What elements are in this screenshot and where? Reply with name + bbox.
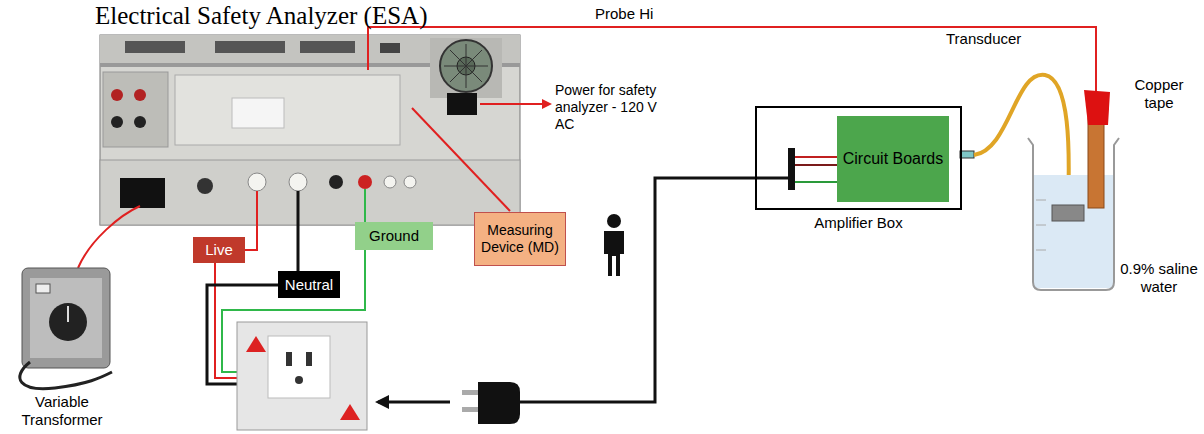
transformer-label: Variable Transformer	[10, 393, 114, 429]
plug-arrow	[378, 401, 450, 404]
safety-analyzer-photo	[300, 41, 355, 53]
safety-analyzer-photo	[100, 160, 520, 225]
safety-analyzer-photo	[103, 72, 168, 147]
safety-analyzer-photo	[384, 176, 396, 188]
safety-analyzer-photo	[120, 178, 165, 208]
beaker	[1052, 205, 1084, 221]
safety-analyzer-photo	[444, 44, 488, 88]
safety-analyzer-photo	[430, 38, 502, 98]
safety-analyzer-photo	[215, 41, 285, 53]
outlet-plate	[286, 352, 292, 366]
safety-analyzer-photo	[440, 40, 492, 92]
circuit-board-box: Circuit Boards	[837, 116, 949, 202]
measuring-device-box: Measuring Device (MD)	[474, 212, 566, 266]
safety-analyzer-photo	[380, 43, 400, 53]
safety-analyzer-photo	[289, 173, 307, 191]
safety-analyzer-photo	[100, 35, 520, 225]
variable-transformer-photo	[36, 284, 50, 293]
internal-wire	[795, 156, 837, 158]
power-label: Power for safety analyzer - 120 V AC	[555, 82, 673, 132]
plug	[478, 382, 520, 424]
cable-connector	[788, 148, 795, 190]
outlet-plate	[268, 336, 330, 398]
transducer-label: Transducer	[946, 30, 1036, 48]
live-tag: Live	[193, 237, 245, 263]
person-icon	[604, 231, 624, 276]
box-heading: Amplifier Box	[757, 214, 960, 232]
safety-analyzer-photo	[111, 89, 123, 101]
safety-analyzer-photo	[447, 93, 477, 115]
safety-analyzer-photo	[232, 98, 284, 128]
probe-lead	[368, 27, 1096, 92]
variable-transformer-photo	[20, 362, 112, 389]
outlet-plate	[295, 376, 303, 384]
power-arrow	[480, 103, 550, 105]
person-icon	[607, 214, 621, 228]
safety-analyzer-photo	[100, 35, 520, 225]
diagram-title: Electrical Safety Analyzer (ESA)	[95, 2, 428, 30]
saline-label: 0.9% saline water	[1117, 260, 1201, 296]
safety-analyzer-photo	[358, 175, 372, 189]
variable-transformer-photo	[30, 278, 102, 358]
variable-transformer-photo	[20, 206, 140, 389]
safety-analyzer-photo	[404, 176, 416, 188]
box-text: Ground	[369, 227, 419, 245]
beaker	[1028, 90, 1119, 290]
safety-analyzer-photo	[125, 41, 185, 53]
variable-transformer-photo	[22, 268, 110, 368]
transducer-connector	[960, 151, 974, 158]
variable-transformer-photo	[78, 206, 140, 268]
variable-transformer-photo	[67, 306, 69, 322]
copper-tape-label: Copper tape	[1122, 76, 1196, 112]
box-text: Measuring Device (MD)	[480, 222, 560, 256]
box-text: Live	[205, 241, 233, 259]
outlet-plate	[237, 322, 367, 430]
safety-analyzer-photo	[175, 75, 400, 145]
beaker	[1088, 118, 1104, 208]
safety-analyzer-photo	[134, 89, 146, 101]
neutral-tag: Neutral	[278, 271, 340, 298]
outlet-plate	[246, 336, 266, 352]
variable-transformer-photo	[49, 303, 87, 341]
outlet-plate	[340, 404, 360, 420]
safety-analyzer-photo	[111, 116, 123, 128]
beaker	[1036, 200, 1046, 250]
safety-analyzer-photo	[197, 178, 213, 194]
internal-wire	[795, 164, 837, 166]
outlet-plate	[306, 352, 312, 366]
internal-wire	[795, 181, 837, 183]
plug	[462, 390, 478, 395]
probe-label: Probe Hi	[595, 5, 685, 23]
box-text: Neutral	[285, 276, 333, 294]
measuring-device-leader	[412, 108, 510, 211]
safety-analyzer-photo	[248, 173, 266, 191]
plug	[462, 407, 478, 412]
plug	[462, 382, 520, 424]
person-icon	[604, 214, 624, 276]
ground-tag: Ground	[355, 222, 433, 250]
box-text: Circuit Boards	[843, 149, 943, 168]
beaker	[1084, 90, 1110, 125]
safety-analyzer-photo	[134, 116, 146, 128]
beaker	[1028, 138, 1119, 290]
amplifier-box: Amplifier BoxCircuit Boards	[755, 106, 962, 210]
outlet-plate	[237, 322, 367, 430]
safety-analyzer-photo	[329, 175, 343, 189]
